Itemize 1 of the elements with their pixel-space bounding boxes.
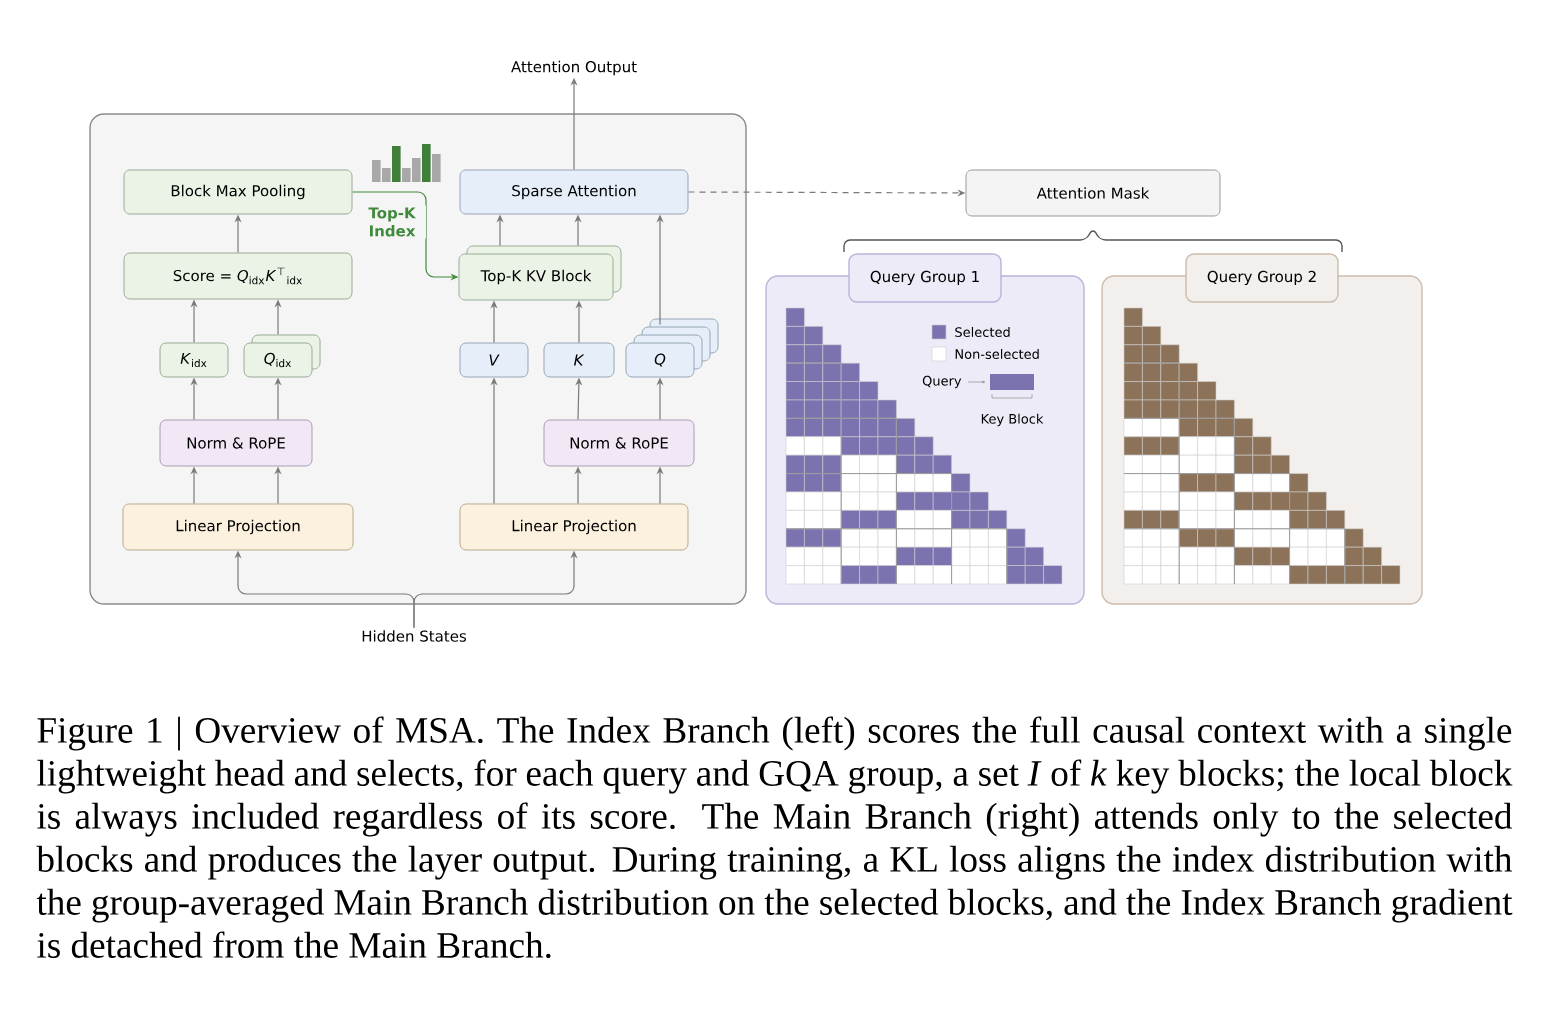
caption: Figure 1 | Overview of MSA. The Index Branch (left) scores the full causal context with a single lightweight head and selects, for each query and GQA group, a set I of k key blocks; the local block is always included regardless of its score. The Main Branch (right) attends only to the selected blocks and produces the layer output. During training, a KL loss aligns the index distribution with the group-averaged Main Branch distribution on the selected blocks, and the Index Branch gradient is detached from the Main Branch. xyxy=(36,716,1513,959)
